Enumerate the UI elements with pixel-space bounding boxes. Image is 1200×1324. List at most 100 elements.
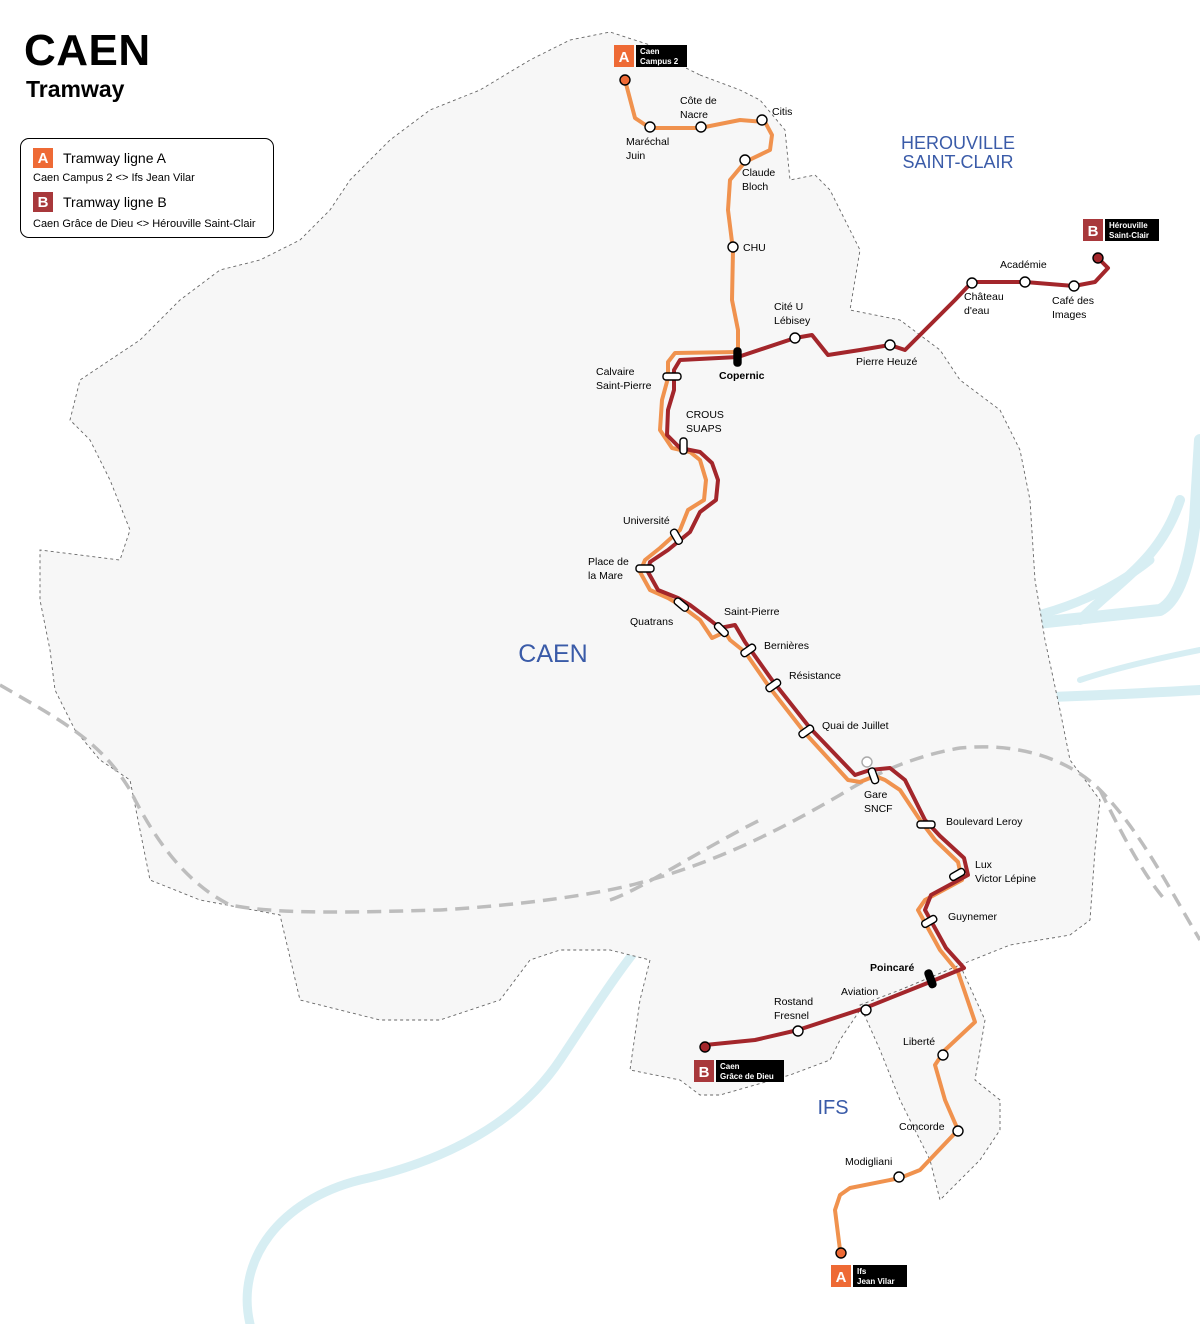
label-cote-de-nacre-2: Nacre <box>680 109 708 121</box>
station-mark-guynemer <box>920 914 938 929</box>
station-mark-universite <box>669 528 684 546</box>
station-markers <box>619 74 1104 1259</box>
svg-text:Jean Vilar: Jean Vilar <box>857 1277 895 1286</box>
terminal-badge-jean-vilar: A Ifs Jean Vilar <box>831 1265 907 1287</box>
station-mark-copernic <box>733 347 742 367</box>
tram-line-a <box>623 78 977 1252</box>
label-gare-sncf-2: SNCF <box>864 803 893 815</box>
line-a-north <box>623 78 774 354</box>
label-universite: Université <box>623 515 670 527</box>
label-chu: CHU <box>743 242 766 254</box>
station-dot-liberte <box>937 1049 949 1061</box>
line-a-trunk <box>638 350 977 1252</box>
river-east <box>1077 647 1200 683</box>
tram-line-b <box>646 256 1110 1047</box>
line-b-badge: B <box>33 192 53 212</box>
label-lux-1: Lux <box>975 859 993 871</box>
terminal-dot-herouville <box>1092 252 1104 264</box>
area-labels: CAEN HEROUVILLE SAINT-CLAIR IFS <box>518 133 1015 1119</box>
map-title: CAEN <box>24 26 151 75</box>
svg-text:B: B <box>1088 223 1099 240</box>
label-marechal-juin-1: Maréchal <box>626 136 669 148</box>
line-a-route: Caen Campus 2 <> Ifs Jean Vilar <box>33 172 195 184</box>
label-boulevard-leroy: Boulevard Leroy <box>946 816 1023 828</box>
station-dot-pierre-heuze <box>884 339 896 351</box>
label-resistance: Résistance <box>789 670 841 682</box>
label-saint-pierre: Saint-Pierre <box>724 606 780 618</box>
label-crous-1: CROUS <box>686 409 724 421</box>
svg-text:Saint-Clair: Saint-Clair <box>1109 231 1149 240</box>
line-b-trunk <box>646 355 970 1047</box>
railways <box>0 683 1200 941</box>
label-crous-2: SUAPS <box>686 423 722 435</box>
station-mark-quatrans <box>673 597 690 612</box>
station-mark-boulevard-leroy <box>916 820 936 829</box>
terminal-dot-jean-vilar <box>835 1247 847 1259</box>
line-b-route: Caen Grâce de Dieu <> Hérouville Saint-C… <box>33 218 256 230</box>
station-dot-citis <box>756 114 768 126</box>
label-lux-2: Victor Lépine <box>975 873 1036 885</box>
label-claude-bloch-2: Bloch <box>742 181 768 193</box>
label-citis: Citis <box>772 106 792 118</box>
label-concorde: Concorde <box>899 1121 945 1133</box>
boundary-caen <box>39 31 1101 1096</box>
svg-text:Caen: Caen <box>720 1062 740 1071</box>
label-cafe-des-images-1: Café des <box>1052 295 1094 307</box>
label-calvaire-1: Calvaire <box>596 366 635 378</box>
terminal-dot-campus2 <box>619 74 631 86</box>
station-mark-resistance <box>765 678 782 693</box>
label-liberte: Liberté <box>903 1036 935 1048</box>
station-mark-place-de-la-mare <box>635 564 655 573</box>
station-labels: Maréchal Juin Côte de Nacre Citis Claude… <box>588 95 1094 1168</box>
svg-text:Grâce de Dieu: Grâce de Dieu <box>720 1072 774 1081</box>
label-chateau-deau-2: d'eau <box>964 305 990 317</box>
line-b-north <box>736 256 1110 359</box>
railway-west <box>0 683 1200 941</box>
label-calvaire-2: Saint-Pierre <box>596 380 652 392</box>
label-pierre-heuze: Pierre Heuzé <box>856 356 917 368</box>
station-mark-bernieres <box>740 643 757 658</box>
station-dot-chu <box>727 241 739 253</box>
svg-text:B: B <box>699 1064 710 1081</box>
area-label-herouville-2: SAINT-CLAIR <box>902 152 1013 172</box>
station-mark-saint-pierre <box>713 622 729 638</box>
map-subtitle: Tramway <box>26 76 125 102</box>
terminal-badge-grace-de-dieu: B Caen Grâce de Dieu <box>694 1060 784 1082</box>
station-mark-crous <box>679 437 688 455</box>
svg-text:Campus 2: Campus 2 <box>640 57 679 66</box>
label-poincare: Poincaré <box>870 962 915 974</box>
label-cote-de-nacre-1: Côte de <box>680 95 717 107</box>
label-rostand-1: Rostand <box>774 996 813 1008</box>
line-a-badge: A <box>33 148 53 168</box>
station-mark-quai-de-juillet <box>798 724 815 739</box>
station-mark-calvaire <box>662 372 682 381</box>
label-bernieres: Bernières <box>764 640 809 652</box>
label-place-de-la-mare-1: Place de <box>588 556 629 568</box>
station-dot-chateau-deau <box>966 277 978 289</box>
harbour-2 <box>1075 495 1185 625</box>
terminal-badge-campus2: A Caen Campus 2 <box>614 45 687 67</box>
station-dot-aviation <box>860 1004 872 1016</box>
label-academie: Académie <box>1000 259 1047 271</box>
label-guynemer: Guynemer <box>948 911 998 923</box>
station-mark-lux <box>948 867 966 882</box>
railway-south <box>609 818 761 902</box>
line-a-name: Tramway ligne A <box>63 150 166 166</box>
station-dot-academie <box>1019 276 1031 288</box>
station-mark-gare-sncf <box>867 767 880 785</box>
area-label-ifs: IFS <box>817 1097 848 1119</box>
city-boundaries <box>39 31 1101 1201</box>
svg-text:A: A <box>836 1269 847 1286</box>
station-dot-cafe-des-images <box>1068 280 1080 292</box>
label-modigliani: Modigliani <box>845 1156 892 1168</box>
svg-text:Ifs: Ifs <box>857 1267 867 1276</box>
harbour <box>964 434 1200 636</box>
legend: A Tramway ligne A Caen Campus 2 <> Ifs J… <box>20 138 274 238</box>
label-copernic: Copernic <box>719 370 765 382</box>
station-dot-cote-de-nacre <box>695 121 707 133</box>
line-b-name: Tramway ligne B <box>63 194 167 210</box>
station-dot-rostand <box>792 1025 804 1037</box>
label-rostand-2: Fresnel <box>774 1010 809 1022</box>
label-cafe-des-images-2: Images <box>1052 309 1086 321</box>
